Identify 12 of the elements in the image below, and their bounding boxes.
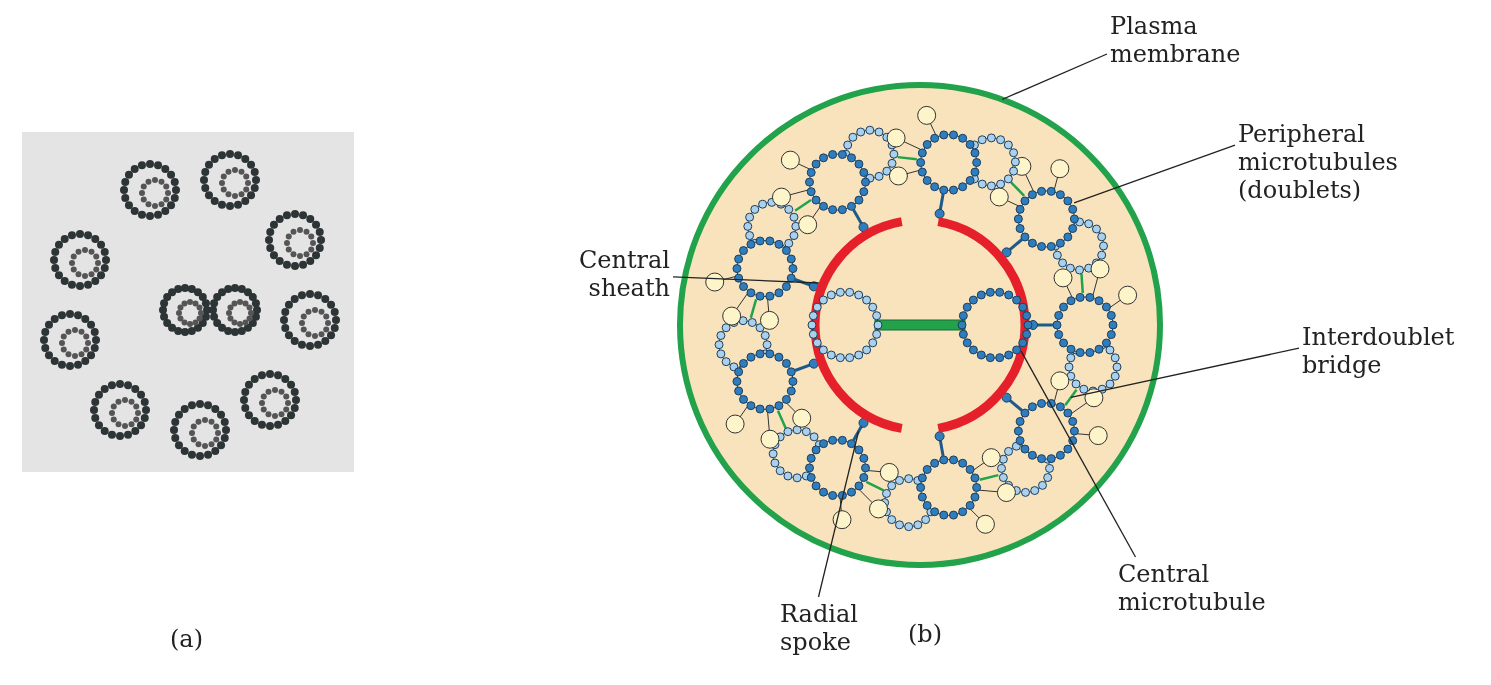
part-label: Interdoublet bridge: [1302, 323, 1477, 379]
leader-line: [1001, 53, 1108, 101]
leader-line: [1073, 144, 1236, 204]
leader-line: [1020, 350, 1137, 558]
part-label: Radial spoke: [780, 600, 890, 656]
leader-line: [817, 430, 860, 598]
panel-label: (b): [908, 620, 943, 648]
part-label: Peripheral microtubules (doublets): [1238, 120, 1423, 204]
panel-label: (a): [170, 625, 204, 653]
leader-line: [1070, 347, 1300, 399]
part-label: Central microtubule: [1118, 560, 1293, 616]
part-label: Central sheath: [550, 246, 670, 302]
